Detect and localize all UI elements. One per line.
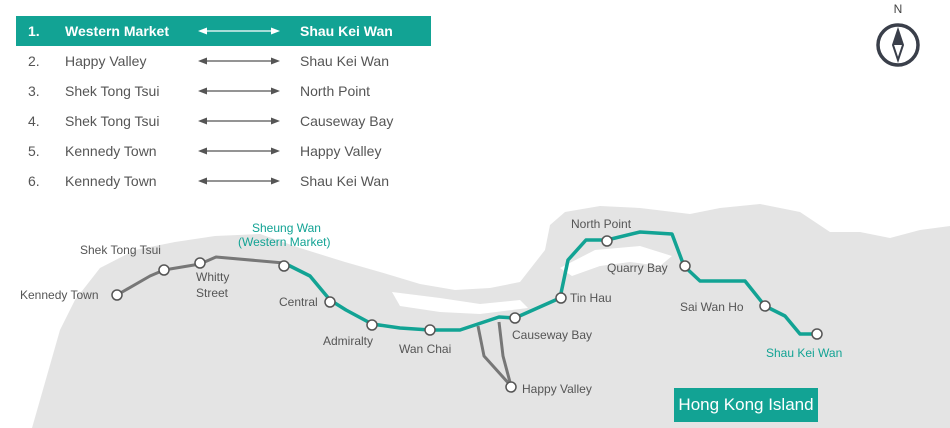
route-number: 6. bbox=[28, 173, 40, 189]
stop-sai-wan-ho[interactable] bbox=[759, 300, 771, 312]
route-from: Shek Tong Tsui bbox=[65, 113, 160, 129]
label-central: Central bbox=[279, 295, 318, 309]
route-number: 5. bbox=[28, 143, 40, 159]
label-sheung-wan-1: Sheung Wan bbox=[252, 221, 321, 235]
label-whitty-street-2: Street bbox=[196, 286, 229, 300]
island-label: Hong Kong Island bbox=[674, 388, 818, 422]
route-list: 1. Western Market Shau Kei Wan 2. Happy … bbox=[16, 16, 431, 196]
compass-north-letter: N bbox=[894, 2, 903, 16]
double-arrow-icon bbox=[198, 117, 280, 125]
stop-kennedy-town[interactable] bbox=[111, 289, 123, 301]
double-arrow-icon bbox=[198, 57, 280, 65]
double-arrow-icon bbox=[198, 177, 280, 185]
stop-north-point[interactable] bbox=[601, 235, 613, 247]
route-row-1[interactable]: 1. Western Market Shau Kei Wan bbox=[16, 16, 431, 46]
label-happy-valley: Happy Valley bbox=[522, 382, 592, 396]
label-shau-kei-wan: Shau Kei Wan bbox=[766, 346, 842, 360]
route-row-3[interactable]: 3. Shek Tong Tsui North Point bbox=[16, 76, 431, 106]
route-from: Shek Tong Tsui bbox=[65, 83, 160, 99]
typhoon-shelter bbox=[560, 246, 672, 276]
stop-central[interactable] bbox=[324, 296, 336, 308]
stop-happy-valley[interactable] bbox=[505, 381, 517, 393]
route-number: 3. bbox=[28, 83, 40, 99]
label-causeway-bay: Causeway Bay bbox=[512, 328, 592, 342]
stop-shau-kei-wan[interactable] bbox=[811, 328, 823, 340]
stop-quarry-bay[interactable] bbox=[679, 260, 691, 272]
route-number: 1. bbox=[28, 23, 40, 39]
route-number: 4. bbox=[28, 113, 40, 129]
label-admiralty: Admiralty bbox=[323, 334, 373, 348]
stop-tin-hau[interactable] bbox=[555, 292, 567, 304]
active-route-line bbox=[283, 230, 817, 336]
stop-whitty-street[interactable] bbox=[194, 257, 206, 269]
stop-shek-tong-tsui[interactable] bbox=[158, 264, 170, 276]
route-row-5[interactable]: 5. Kennedy Town Happy Valley bbox=[16, 136, 431, 166]
double-arrow-icon bbox=[198, 87, 280, 95]
route-to: Shau Kei Wan bbox=[300, 23, 393, 39]
label-shek-tong-tsui: Shek Tong Tsui bbox=[80, 243, 161, 257]
route-to: Shau Kei Wan bbox=[300, 173, 389, 189]
double-arrow-icon bbox=[198, 147, 280, 155]
stop-wan-chai[interactable] bbox=[424, 324, 436, 336]
route-from: Happy Valley bbox=[65, 53, 147, 69]
sea-inlet bbox=[392, 292, 528, 314]
route-row-4[interactable]: 4. Shek Tong Tsui Causeway Bay bbox=[16, 106, 431, 136]
route-row-2[interactable]: 2. Happy Valley Shau Kei Wan bbox=[16, 46, 431, 76]
stop-admiralty[interactable] bbox=[366, 319, 378, 331]
route-number: 2. bbox=[28, 53, 40, 69]
stop-causeway-bay[interactable] bbox=[509, 312, 521, 324]
stop-sheung-wan[interactable] bbox=[278, 260, 290, 272]
label-north-point: North Point bbox=[571, 217, 632, 231]
label-whitty-street-1: Whitty bbox=[196, 270, 229, 284]
label-wan-chai: Wan Chai bbox=[399, 342, 451, 356]
route-to: Causeway Bay bbox=[300, 113, 394, 129]
route-to: Shau Kei Wan bbox=[300, 53, 389, 69]
label-sai-wan-ho: Sai Wan Ho bbox=[680, 300, 744, 314]
kennedy-town-branch bbox=[116, 255, 285, 297]
label-tin-hau: Tin Hau bbox=[570, 291, 612, 305]
compass-icon: N bbox=[876, 2, 920, 67]
label-sheung-wan-2: (Western Market) bbox=[238, 235, 330, 249]
label-quarry-bay: Quarry Bay bbox=[607, 261, 668, 275]
route-from: Kennedy Town bbox=[65, 173, 157, 189]
double-arrow-icon bbox=[198, 27, 280, 35]
route-row-6[interactable]: 6. Kennedy Town Shau Kei Wan bbox=[16, 166, 431, 196]
route-from: Western Market bbox=[65, 23, 170, 39]
route-to: North Point bbox=[300, 83, 371, 99]
label-kennedy-town: Kennedy Town bbox=[20, 288, 99, 302]
route-to: Happy Valley bbox=[300, 143, 382, 159]
route-from: Kennedy Town bbox=[65, 143, 157, 159]
